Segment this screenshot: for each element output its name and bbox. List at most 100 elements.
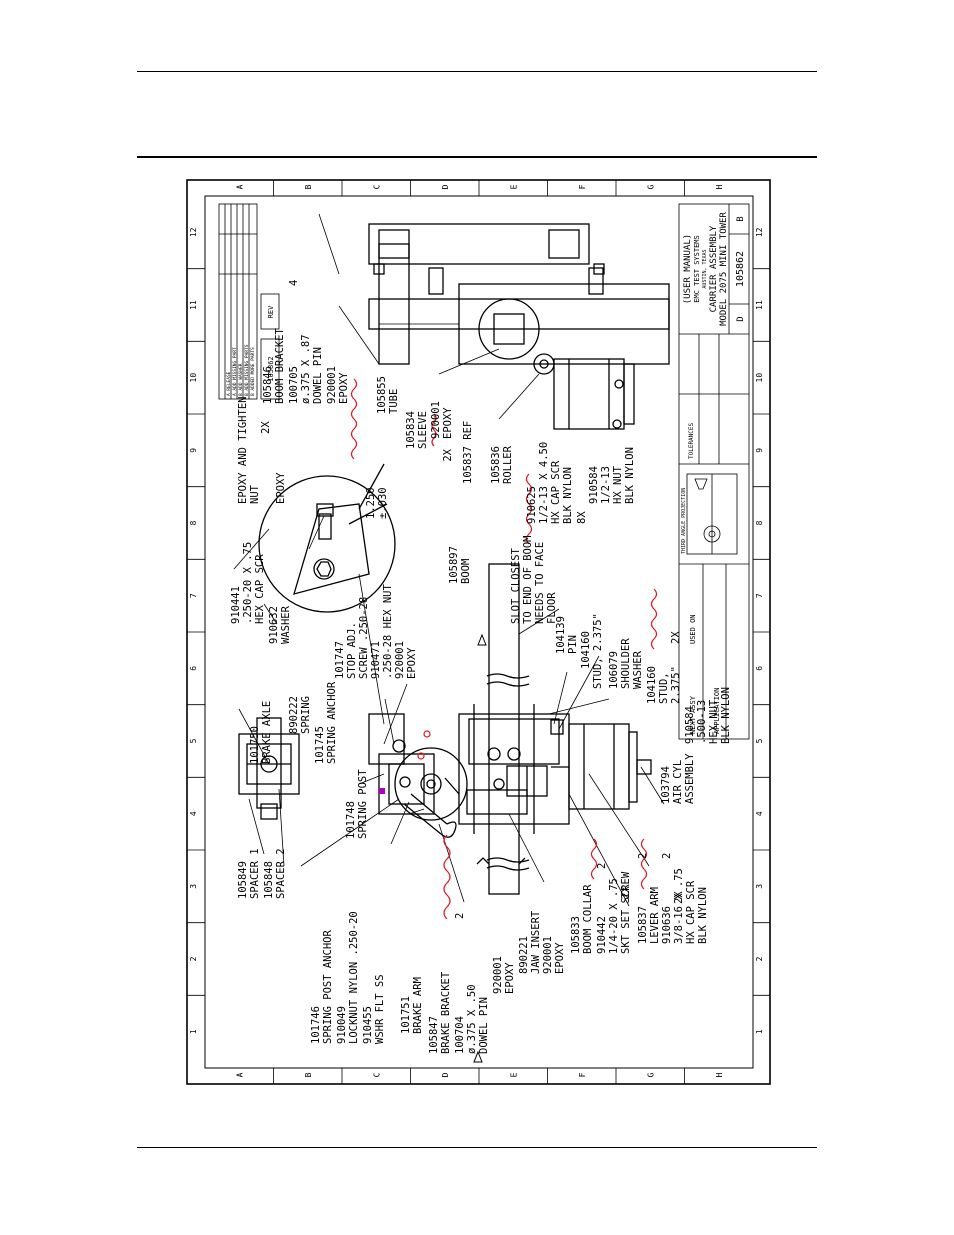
svg-text:SPACER 1: SPACER 1 xyxy=(249,848,261,899)
header-rule-thick xyxy=(137,156,817,158)
spring-anchor-pn: 101745 xyxy=(314,726,326,764)
spring-post-pn: 101748 xyxy=(345,801,357,839)
setscrew-desc: SKT SET SCREW xyxy=(620,871,632,954)
sleeve-desc: SLEEVE xyxy=(417,411,429,449)
zone-number: 7 xyxy=(755,593,764,598)
zone-number: 7 xyxy=(189,593,198,598)
qty-n2-b: 2 xyxy=(596,863,608,869)
stud-b-pn: 104160 xyxy=(646,666,658,704)
revision-row: B ADD MISSING PARTS xyxy=(244,344,250,396)
zone-number: 12 xyxy=(189,227,198,237)
zone-number: 8 xyxy=(189,520,198,525)
zone-letter: E xyxy=(509,1072,518,1077)
shoulder-desc2: WASHER xyxy=(632,650,644,689)
stud-a-pn: 104160 xyxy=(580,631,592,669)
zone-letter: G xyxy=(646,184,655,189)
zone-number: 2 xyxy=(189,956,198,961)
jaw-insert-desc: JAW INSERT xyxy=(530,910,542,974)
locknut-pn: 910049 xyxy=(336,1006,348,1044)
zone-letter: F xyxy=(578,184,587,189)
spacer2-desc: SPACER 2 xyxy=(275,848,287,899)
stop-adj-desc: STOP ADJ. xyxy=(346,622,358,679)
dowel1-size: ø.375 X .87 xyxy=(300,334,312,404)
boom-pn: 105897 xyxy=(448,546,460,584)
brake-arm-pn: 101751 xyxy=(400,996,412,1034)
hxcap12-finish: BLK NYLON xyxy=(562,467,574,524)
dowel1-desc: DOWEL PIN xyxy=(312,347,324,404)
jaw-insert-pn: 890221 xyxy=(518,936,530,974)
svg-text:SPACER 2: SPACER 2 xyxy=(275,848,287,899)
washer-pn: 910632 xyxy=(268,606,280,644)
stop-adj-pn: 101747 xyxy=(334,641,346,679)
accent-mark-2 xyxy=(423,730,431,738)
slot-note-1: SLOT CLOSEST xyxy=(510,547,522,624)
spring-post-desc: SPRING POST xyxy=(357,769,369,839)
zone-number: 5 xyxy=(755,738,764,743)
brake-bracket-pn: 105847 xyxy=(428,1016,440,1054)
tube-pn: 105855 xyxy=(376,376,388,414)
spa-desc: SPRING POST ANCHOR xyxy=(322,930,334,1044)
tb-projection: THIRD ANGLE PROJECTION xyxy=(681,488,687,554)
setscrew-size: 1/4-20 X .75 xyxy=(608,878,620,954)
qty-n2-d: 2 xyxy=(661,853,673,859)
epoxy-d-pn: 920001 xyxy=(326,366,338,404)
brake-assembly xyxy=(368,713,468,838)
hexnut500-size: .500-13 xyxy=(696,700,708,744)
roller-pn: 105836 xyxy=(490,446,502,484)
quantity-braces xyxy=(350,378,658,920)
center-mark-bottom xyxy=(473,1050,483,1063)
zone-letter: G xyxy=(646,1072,655,1077)
hxnut12-finish: BLK NYLON xyxy=(624,447,636,504)
tb-rev: B xyxy=(736,216,746,221)
qty-2x-d: 2X xyxy=(260,421,272,434)
wshr-pn: 910455 xyxy=(362,1006,374,1044)
slot-note-2: TO END OF BOOM xyxy=(522,535,534,624)
revision-row: A RELEASE xyxy=(226,371,232,396)
spacer2-pn: 105848 xyxy=(263,861,275,899)
epoxy-e-desc: EPOXY xyxy=(442,407,454,439)
zone-number: 6 xyxy=(755,666,764,671)
tb-application: APPLICATION xyxy=(713,688,721,734)
epoxy-d-desc: EPOXY xyxy=(338,372,350,404)
hexnut-desc: .250-28 HEX NUT xyxy=(382,583,394,679)
zone-number: 8 xyxy=(755,520,764,525)
zone-number: 11 xyxy=(755,300,764,310)
callouts: 105849 SPACER 1 105848 SPACER 2 101750 B… xyxy=(230,280,732,1054)
dowel2-desc: DOWEL PIN xyxy=(478,997,490,1054)
brake-arm-desc: BRAKE ARM xyxy=(412,977,424,1034)
zone-number: 5 xyxy=(189,738,198,743)
lever-arm-desc: LEVER ARM xyxy=(649,887,661,944)
epoxy-c-desc: EPOXY xyxy=(554,942,566,974)
center-mark-side xyxy=(477,633,487,646)
zone-number: 4 xyxy=(189,811,198,816)
stud-b-desc: STUD, xyxy=(658,672,670,704)
zone-number: 1 xyxy=(755,1029,764,1034)
dowel1-pn: 100705 xyxy=(288,366,300,404)
footer-rule xyxy=(137,1147,817,1148)
tb-note: (USER MANUAL) xyxy=(683,234,693,304)
epoxy-c-pn: 920001 xyxy=(542,936,554,974)
zone-letter: C xyxy=(372,1072,381,1077)
tube-desc: TUBE xyxy=(388,389,400,414)
qty-n4: 4 xyxy=(288,280,300,286)
hxcap12-size: 1/2-13 X 4.50 xyxy=(538,442,550,524)
qty-2x-b: 2X xyxy=(673,891,685,904)
right-tube-assembly xyxy=(368,223,670,430)
zone-number: 6 xyxy=(189,666,198,671)
zone-number: 4 xyxy=(755,811,764,816)
zone-number: 10 xyxy=(755,373,764,383)
tb-company: EMC TEST SYSTEMS xyxy=(693,235,701,302)
zone-number: 9 xyxy=(755,448,764,453)
shoulder-pn: 106079 xyxy=(608,651,620,689)
revision-row: B ADDED MORE PARTS xyxy=(250,347,256,396)
svg-text:105849: 105849 xyxy=(237,861,249,899)
hxnut12-size: 1/2-13 xyxy=(600,466,612,504)
hxcap12-desc: HX CAP SCR xyxy=(550,460,562,524)
boom-tube xyxy=(476,563,530,895)
hxnut12-pn: 910584 xyxy=(588,466,600,504)
revision-row: A ADD MISSING PART xyxy=(232,347,238,396)
locknut-desc: LOCKNUT NYLON .250-20 xyxy=(348,911,360,1044)
revision-row: B ADD WASHER xyxy=(238,363,244,396)
hexnut-pn: 910471 xyxy=(370,641,382,679)
